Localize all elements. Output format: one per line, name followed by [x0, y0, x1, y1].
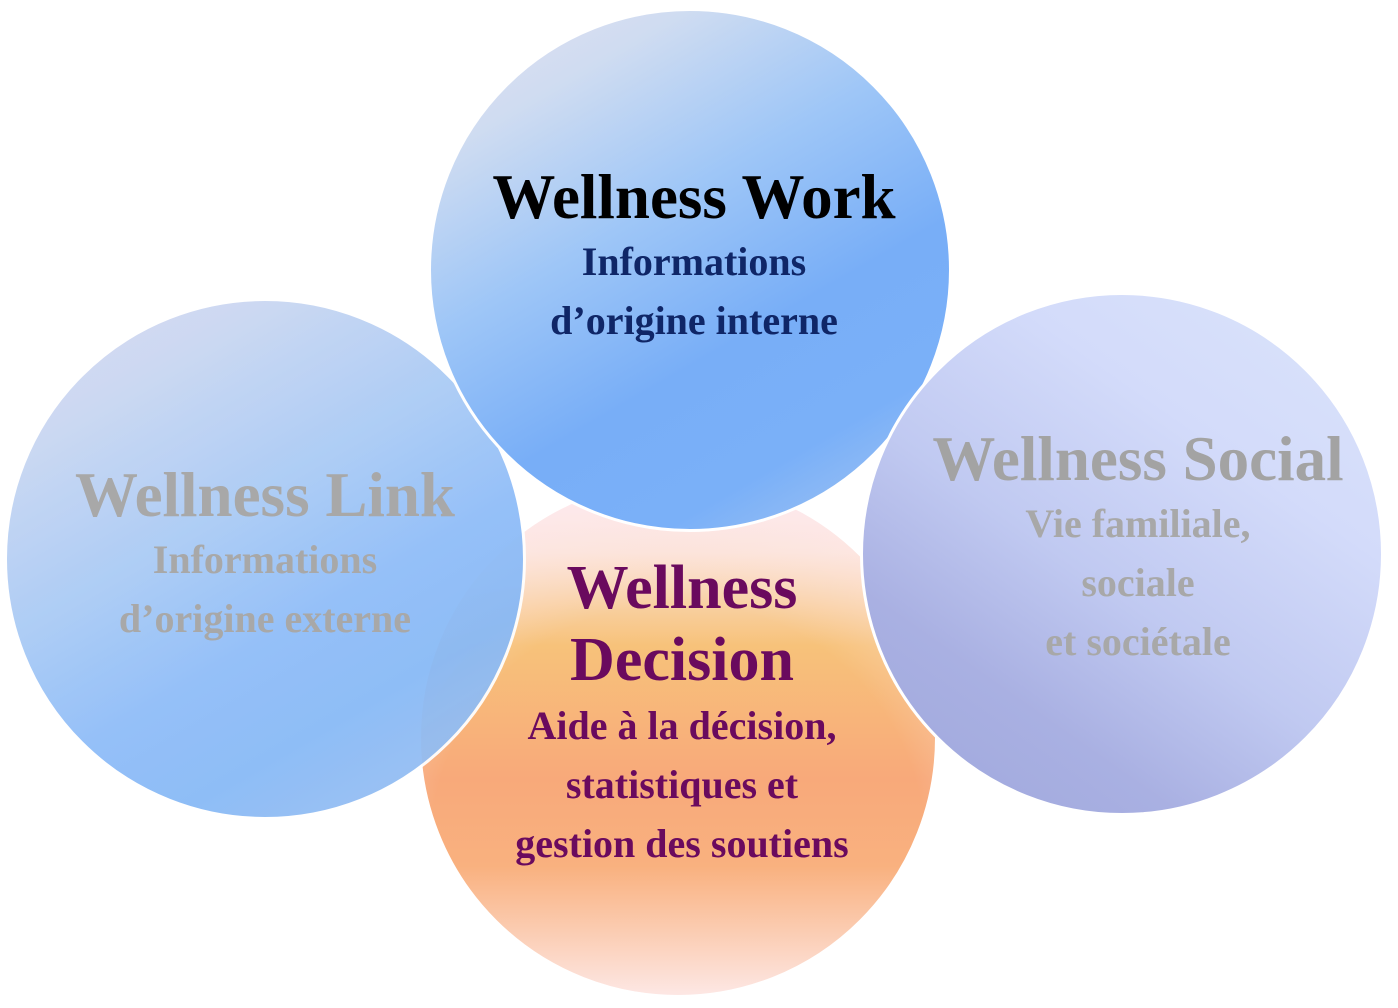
wellness-work-line-2: d’origine interne [550, 298, 838, 343]
wellness-decision-line-3: gestion des soutiens [515, 821, 849, 866]
wellness-decision-label: Wellness Decision Aide à la décision, st… [515, 552, 848, 873]
wellness-social-line-2: sociale [1081, 560, 1195, 605]
wellness-work-line-1: Informations [581, 239, 807, 284]
wellness-link-line-1: Informations [152, 537, 378, 582]
wellness-social-line-3: et sociétale [1045, 619, 1231, 664]
wellness-link-label: Wellness Link Informations d’origine ext… [75, 460, 455, 648]
wellness-social-label: Wellness Social Vie familiale, sociale e… [932, 424, 1343, 671]
wellness-social-line-1: Vie familiale, [1025, 501, 1251, 546]
wellness-decision-title-line-1: Wellness [566, 554, 798, 622]
wellness-link-title: Wellness Link [75, 460, 455, 530]
wellness-work-circle [428, 8, 952, 532]
wellness-link-circle [4, 298, 526, 820]
wellness-work-label: Wellness Work Informations d’origine int… [492, 162, 895, 350]
wellness-social-title: Wellness Social [932, 424, 1344, 494]
wellness-link-line-2: d’origine externe [118, 596, 412, 641]
wellness-decision-title-line-2: Decision [570, 626, 794, 694]
wellness-social-circle [860, 292, 1384, 816]
wellness-decision-line-1: Aide à la décision, [527, 703, 837, 748]
wellness-work-title: Wellness Work [492, 162, 896, 232]
wellness-decision-line-2: statistiques et [565, 762, 799, 807]
